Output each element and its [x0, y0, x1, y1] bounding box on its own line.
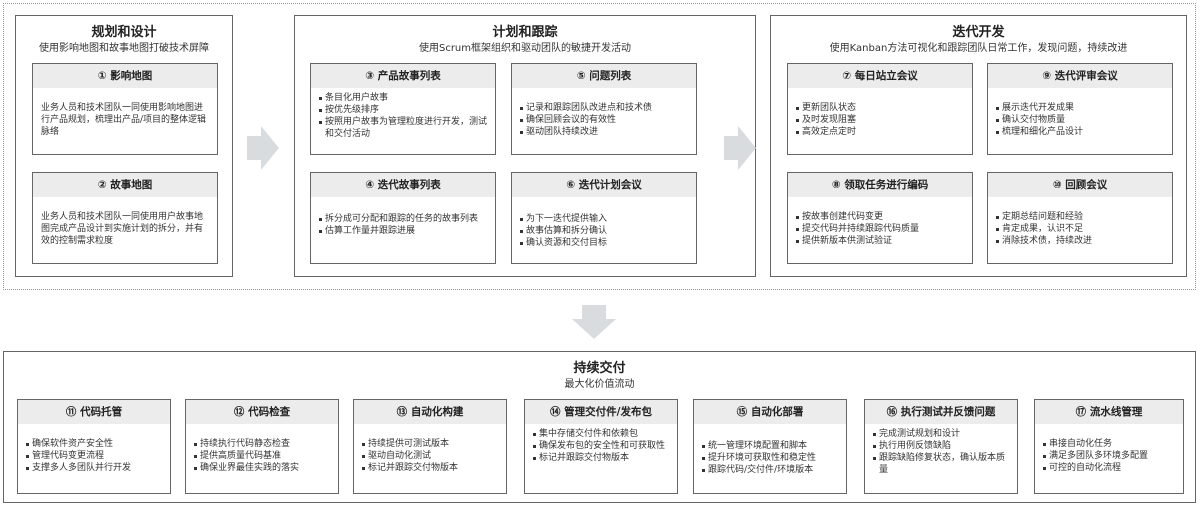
panel-subtitle: 最大化价值流动 [564, 379, 635, 390]
card-impact-map: ① 影响地图 业务人员和技术团队一同使用影响地图进行产品规划，梳理出产品/项目的… [32, 63, 218, 155]
card-sprint-review: ⑨ 迭代评审会议 展示迭代开发成果 确认交付物质量 梳理和细化产品设计 [987, 63, 1173, 155]
list-item: 更新团队状态 [796, 102, 966, 114]
card-title: ⑥ 迭代计划会议 [512, 173, 696, 197]
panel-plan-track: 计划和跟踪 使用Scrum框架组织和驱动团队的敏捷开发活动 ③ 产品故事列表 条… [294, 15, 756, 277]
list-item: 估算工作量并跟踪进展 [319, 225, 489, 237]
list-item: 串接自动化任务 [1043, 438, 1177, 450]
panel-title: 持续交付 [573, 361, 626, 376]
card-title: ⑯ 执行测试并反馈问题 [865, 400, 1017, 424]
list-item: 持续提供可测试版本 [362, 438, 500, 450]
list-item: 拆分成可分配和跟踪的任务的故事列表 [319, 213, 489, 225]
card-title: ⑪ 代码托管 [18, 400, 170, 424]
card-auto-build: ⑬ 自动化构建 持续提供可测试版本 驱动自动化测试 标记并跟踪交付物版本 [353, 399, 507, 494]
list-item: 跟踪缺陷修复状态，确认版本质量 [873, 452, 1011, 476]
list-item: 执行用例反馈缺陷 [873, 440, 1011, 452]
card-product-backlog: ③ 产品故事列表 条目化用户故事 按优先级排序 按照用户故事为管理粒度进行开发，… [310, 63, 496, 155]
list-item: 支撑多人多团队并行开发 [26, 462, 164, 474]
card-title: ① 影响地图 [33, 64, 217, 88]
list-item: 提供新版本供测试验证 [796, 235, 966, 247]
list-item: 按优先级排序 [319, 104, 489, 116]
arrow-right-icon [724, 126, 756, 170]
list-item: 消除技术债，持续改进 [996, 235, 1166, 247]
list-item: 确认交付物质量 [996, 114, 1166, 126]
list-item: 展示迭代开发成果 [996, 102, 1166, 114]
list-item: 完成测试规划和设计 [873, 428, 1011, 440]
card-title: ⑬ 自动化构建 [354, 400, 506, 424]
card-title: ⑮ 自动化部署 [694, 400, 846, 424]
list-item: 故事估算和拆分确认 [520, 225, 690, 237]
card-sprint-backlog: ④ 迭代故事列表 拆分成可分配和跟踪的任务的故事列表 估算工作量并跟踪进展 [310, 172, 496, 264]
card-title: ⑦ 每日站立会议 [788, 64, 972, 88]
list-item: 提交代码并持续跟踪代码质量 [796, 223, 966, 235]
panel-subtitle: 使用Scrum框架组织和驱动团队的敏捷开发活动 [418, 43, 632, 54]
list-item: 确保发布包的安全性和可获取性 [533, 440, 671, 452]
card-auto-deploy: ⑮ 自动化部署 统一管理环境配置和脚本 提升环境可获取性和稳定性 跟踪代码/交付… [693, 399, 847, 494]
card-title: ③ 产品故事列表 [311, 64, 495, 88]
list-item: 集中存储交付件和依赖包 [533, 428, 671, 440]
list-item: 梳理和细化产品设计 [996, 126, 1166, 138]
card-title: ④ 迭代故事列表 [311, 173, 495, 197]
list-item: 高效定点定时 [796, 126, 966, 138]
list-item: 统一管理环境配置和脚本 [702, 440, 840, 452]
list-item: 为下一迭代提供输入 [520, 213, 690, 225]
list-item: 定期总结问题和经验 [996, 211, 1166, 223]
list-item: 标记并跟踪交付物版本 [362, 462, 500, 474]
card-title: ⑭ 管理交付件/发布包 [525, 400, 677, 424]
list-item: 及时发现阻塞 [796, 114, 966, 126]
card-code-check: ⑫ 代码检查 持续执行代码静态检查 提供高质量代码基准 确保业界最佳实践的落实 [185, 399, 339, 494]
panel-title: 计划和跟踪 [492, 25, 558, 40]
panel-title: 迭代开发 [952, 25, 1005, 40]
card-title: ② 故事地图 [33, 173, 217, 197]
panel-iterative-dev: 迭代开发 使用Kanban方法可视化和跟踪团队日常工作，发现问题，持续改进 ⑦ … [770, 15, 1187, 277]
list-item: 驱动自动化测试 [362, 450, 500, 462]
list-item: 标记并跟踪交付物版本 [533, 452, 671, 464]
list-item: 可控的自动化流程 [1043, 462, 1177, 474]
card-title: ⑩ 回顾会议 [988, 173, 1172, 197]
list-item: 管理代码变更流程 [26, 450, 164, 462]
panel-subtitle: 使用Kanban方法可视化和跟踪团队日常工作，发现问题，持续改进 [829, 43, 1128, 54]
panel-planning-design: 规划和设计 使用影响地图和故事地图打破技术屏障 ① 影响地图 业务人员和技术团队… [15, 15, 233, 277]
card-title: ⑤ 问题列表 [512, 64, 696, 88]
list-item: 按照用户故事为管理粒度进行开发，测试和交付活动 [319, 116, 489, 140]
list-item: 持续执行代码静态检查 [194, 438, 332, 450]
list-item: 提供高质量代码基准 [194, 450, 332, 462]
card-title: ⑰ 流水线管理 [1035, 400, 1183, 424]
list-item: 确认资源和交付目标 [520, 237, 690, 249]
card-test-feedback: ⑯ 执行测试并反馈问题 完成测试规划和设计 执行用例反馈缺陷 跟踪缺陷修复状态，… [864, 399, 1018, 494]
planning-section-frame [3, 3, 1196, 290]
card-title: ⑨ 迭代评审会议 [988, 64, 1172, 88]
arrow-right-icon [247, 126, 279, 170]
card-coding-tasks: ⑧ 领取任务进行编码 按故事创建代码变更 提交代码并持续跟踪代码质量 提供新版本… [787, 172, 973, 264]
list-item: 条目化用户故事 [319, 92, 489, 104]
card-title: ⑧ 领取任务进行编码 [788, 173, 972, 197]
card-artifact-management: ⑭ 管理交付件/发布包 集中存储交付件和依赖包 确保发布包的安全性和可获取性 标… [524, 399, 678, 494]
panel-title: 规划和设计 [91, 25, 157, 40]
panel-subtitle: 使用影响地图和故事地图打破技术屏障 [39, 43, 209, 54]
card-issue-list: ⑤ 问题列表 记录和跟踪团队改进点和技术债 确保回顾会议的有效性 驱动团队持续改… [511, 63, 697, 155]
list-item: 确保业界最佳实践的落实 [194, 462, 332, 474]
arrow-down-icon [572, 305, 616, 339]
list-item: 肯定成果，认识不足 [996, 223, 1166, 235]
card-description: 业务人员和技术团队一同使用影响地图进行产品规划，梳理出产品/项目的整体逻辑脉络 [41, 103, 207, 137]
card-retrospective: ⑩ 回顾会议 定期总结问题和经验 肯定成果，认识不足 消除技术债，持续改进 [987, 172, 1173, 264]
list-item: 记录和跟踪团队改进点和技术债 [520, 102, 690, 114]
card-sprint-planning: ⑥ 迭代计划会议 为下一迭代提供输入 故事估算和拆分确认 确认资源和交付目标 [511, 172, 697, 264]
list-item: 驱动团队持续改进 [520, 126, 690, 138]
card-title: ⑫ 代码检查 [186, 400, 338, 424]
list-item: 确保回顾会议的有效性 [520, 114, 690, 126]
panel-continuous-delivery: 持续交付 最大化价值流动 ⑪ 代码托管 确保软件资产安全性 管理代码变更流程 支… [3, 351, 1196, 503]
card-description: 业务人员和技术团队一同使用用户故事地图完成产品设计到实施计划的拆分，并有效的控制… [41, 212, 204, 246]
list-item: 按故事创建代码变更 [796, 211, 966, 223]
list-item: 满足多团队多环境多配置 [1043, 450, 1177, 462]
list-item: 确保软件资产安全性 [26, 438, 164, 450]
card-pipeline-management: ⑰ 流水线管理 串接自动化任务 满足多团队多环境多配置 可控的自动化流程 [1034, 399, 1184, 494]
card-daily-standup: ⑦ 每日站立会议 更新团队状态 及时发现阻塞 高效定点定时 [787, 63, 973, 155]
list-item: 跟踪代码/交付件/环境版本 [702, 464, 840, 476]
list-item: 提升环境可获取性和稳定性 [702, 452, 840, 464]
card-code-hosting: ⑪ 代码托管 确保软件资产安全性 管理代码变更流程 支撑多人多团队并行开发 [17, 399, 171, 494]
card-story-map: ② 故事地图 业务人员和技术团队一同使用用户故事地图完成产品设计到实施计划的拆分… [32, 172, 218, 264]
